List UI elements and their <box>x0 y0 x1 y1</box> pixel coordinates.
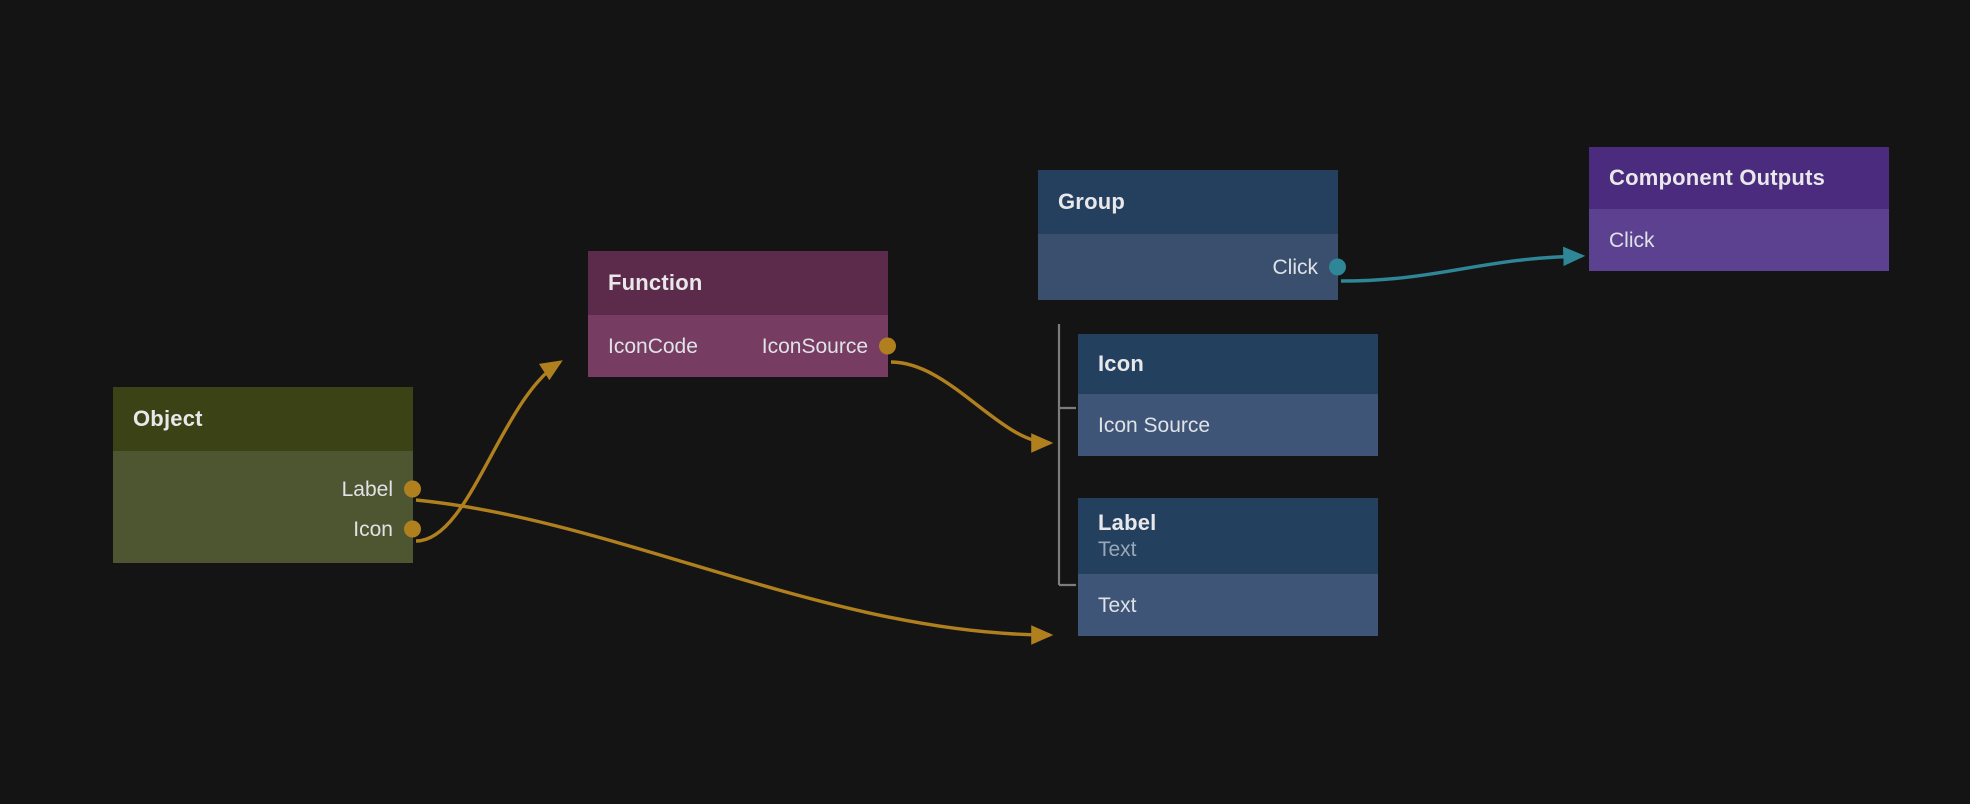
node-label-body[interactable]: Text <box>1078 574 1378 636</box>
output-port-label-iconsource: IconSource <box>761 334 868 358</box>
output-port-label-label: Label <box>341 477 393 501</box>
node-component-outputs-title: Component Outputs <box>1609 164 1826 190</box>
output-port-row-icon[interactable]: Icon <box>113 509 421 549</box>
node-label-subtitle: Text <box>1098 538 1137 562</box>
output-port-dot-click[interactable] <box>1329 258 1346 276</box>
input-port-label-icon-source: Icon Source <box>1098 413 1211 437</box>
output-port-label-click: Click <box>1272 255 1319 279</box>
node-object-title: Object <box>133 405 203 431</box>
node-group-header[interactable]: Group <box>1038 170 1338 234</box>
input-port-row-text[interactable]: Text <box>1078 585 1378 625</box>
node-function[interactable]: Function IconCode IconSource <box>588 251 896 377</box>
node-function-body[interactable]: IconCode IconSource <box>588 315 896 377</box>
edge-function-iconsource-to-icon-iconsource <box>890 360 1054 453</box>
node-label-header[interactable]: Label Text <box>1078 498 1378 574</box>
input-port-label-iconcode: IconCode <box>608 334 698 358</box>
port-row-function-io[interactable]: IconCode IconSource <box>588 326 896 366</box>
output-port-row-label[interactable]: Label <box>113 469 421 509</box>
output-port-label-icon: Icon <box>353 517 393 541</box>
output-port-dot-iconsource[interactable] <box>879 337 896 355</box>
node-icon-header[interactable]: Icon <box>1078 334 1378 394</box>
node-icon-body[interactable]: Icon Source <box>1078 394 1378 456</box>
node-object-body[interactable]: Label Icon <box>113 451 421 563</box>
edge-object-icon-to-function-iconcode <box>415 360 563 543</box>
node-group[interactable]: Group Click <box>1038 170 1346 300</box>
input-port-label-text: Text <box>1098 593 1137 617</box>
node-label[interactable]: Label Text Text <box>1078 498 1378 636</box>
node-function-header[interactable]: Function <box>588 251 888 315</box>
edge-object-label-to-label-text <box>415 498 1054 645</box>
edge-group-click-to-component-outputs-click <box>1340 246 1586 283</box>
node-component-outputs-header[interactable]: Component Outputs <box>1589 147 1889 209</box>
node-group-body[interactable]: Click <box>1038 234 1346 300</box>
output-port-row-click[interactable]: Click <box>1038 247 1346 287</box>
node-icon-title: Icon <box>1098 350 1145 376</box>
input-port-row-icon-source[interactable]: Icon Source <box>1078 405 1378 445</box>
output-port-dot-icon[interactable] <box>404 520 421 538</box>
node-group-title: Group <box>1058 188 1125 214</box>
node-object[interactable]: Object Label Icon <box>113 387 421 563</box>
group-tree-connector <box>1057 324 1076 587</box>
node-component-outputs-body[interactable]: Click <box>1589 209 1889 271</box>
node-component-outputs[interactable]: Component Outputs Click <box>1589 147 1889 271</box>
input-port-label-click: Click <box>1609 228 1655 252</box>
node-icon[interactable]: Icon Icon Source <box>1078 334 1378 456</box>
input-port-row-click[interactable]: Click <box>1589 220 1889 260</box>
node-function-title: Function <box>608 269 703 295</box>
node-label-title: Label <box>1098 509 1157 535</box>
output-port-dot-label[interactable] <box>404 480 421 498</box>
node-object-header[interactable]: Object <box>113 387 413 451</box>
